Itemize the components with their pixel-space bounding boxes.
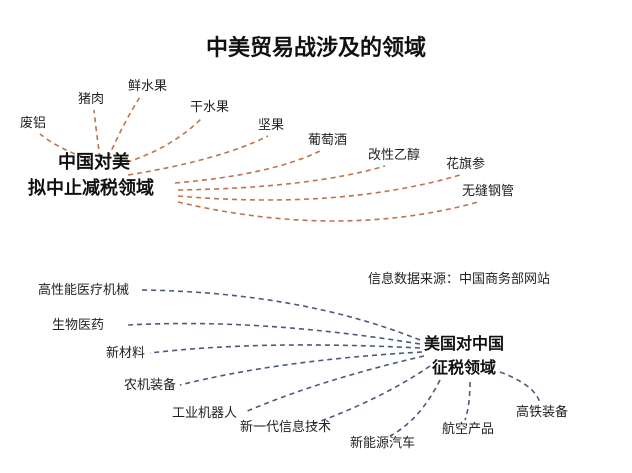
us-connector-2 <box>149 344 421 354</box>
us-connector-3 <box>179 351 423 386</box>
us-connector-4 <box>244 355 425 413</box>
china-item-wine: 葡萄酒 <box>308 133 348 148</box>
us-connector-6 <box>389 379 441 437</box>
diagram-title: 中美贸易战涉及的领域 <box>205 36 426 61</box>
china-hub-line1: 中国对美 <box>58 152 130 173</box>
china-connector-3 <box>117 117 203 166</box>
china-item-fresh-fruit: 鲜水果 <box>128 79 168 94</box>
us-hub-line2: 征税领域 <box>432 358 497 377</box>
china-item-pork: 猪肉 <box>78 92 105 107</box>
china-connector-5 <box>174 150 321 184</box>
us-item-high-speed-rail: 高铁装备 <box>516 405 569 420</box>
china-connector-1 <box>93 109 101 159</box>
us-item-agri-machinery: 农机装备 <box>124 378 177 393</box>
china-item-seamless-steel-pipe: 无缝钢管 <box>462 184 515 199</box>
us-item-next-gen-it: 新一代信息技术 <box>240 420 332 435</box>
us-connector-8 <box>499 371 541 404</box>
china-item-modified-ethanol: 改性乙醇 <box>368 148 421 163</box>
china-connector-2 <box>107 96 141 159</box>
us-hub-line1: 美国对中国 <box>424 334 505 353</box>
us-connector-7 <box>464 381 471 421</box>
china-item-dried-fruit: 干水果 <box>190 100 230 115</box>
us-item-aviation-products: 航空产品 <box>442 422 495 437</box>
data-source: 信息数据来源：中国商务部网站 <box>368 272 551 287</box>
us-item-medical-machinery: 高性能医疗机械 <box>38 283 130 298</box>
us-item-new-materials: 新材料 <box>106 346 146 361</box>
china-item-aluminum: 废铝 <box>20 116 47 131</box>
us-connector-0 <box>139 289 421 341</box>
us-item-biomedicine: 生物医药 <box>52 318 105 333</box>
us-connector-1 <box>127 322 421 345</box>
china-hub-line2: 拟中止减税领域 <box>28 178 154 199</box>
china-connector-0 <box>39 133 93 161</box>
china-item-ginseng: 花旗参 <box>446 157 486 172</box>
china-connector-6 <box>177 165 386 191</box>
us-item-industrial-robots: 工业机器人 <box>172 406 238 421</box>
china-connector-8 <box>177 201 479 222</box>
china-connector-4 <box>127 135 269 176</box>
us-connector-5 <box>309 365 431 426</box>
us-item-new-energy-vehicles: 新能源汽车 <box>350 436 416 451</box>
china-connector-7 <box>177 174 461 201</box>
china-item-nuts: 坚果 <box>258 118 285 133</box>
